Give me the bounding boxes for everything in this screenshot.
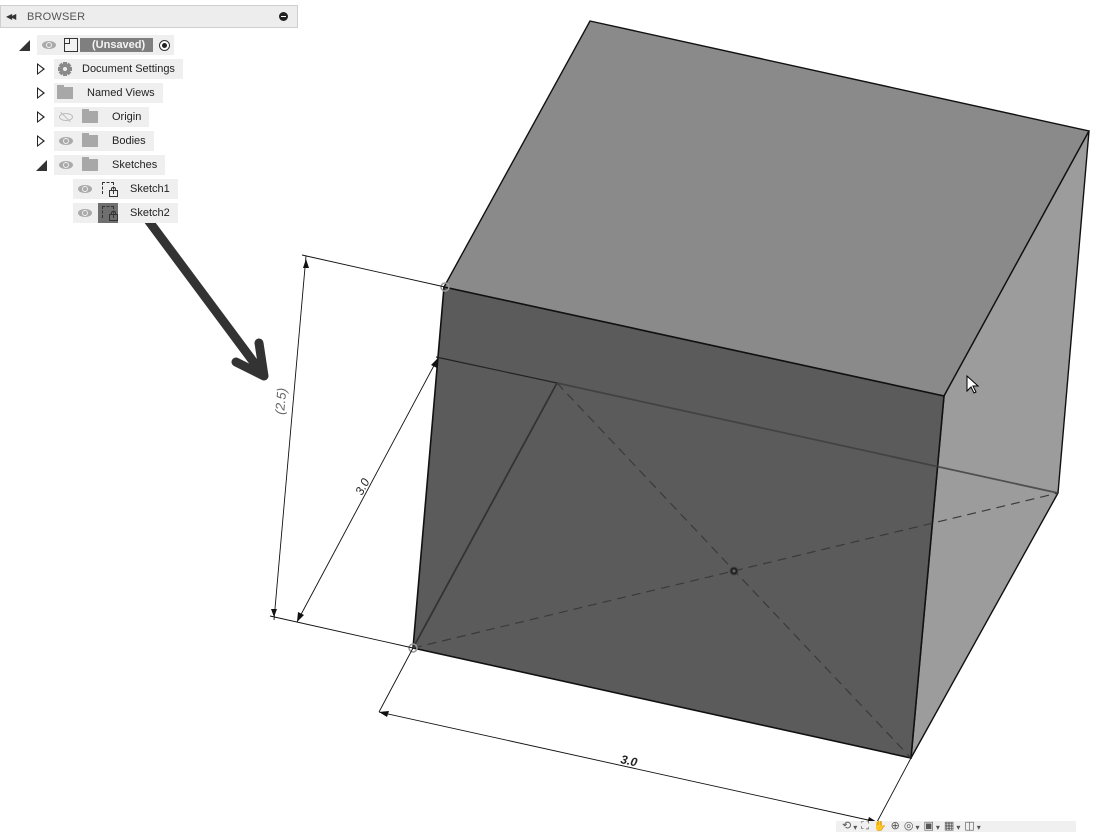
expand-toggle[interactable]	[34, 62, 48, 76]
tree-item-document-settings[interactable]: Document Settings	[34, 59, 183, 79]
chevron-right-icon	[37, 87, 45, 99]
dropdown-caret-icon[interactable]: ▾	[956, 823, 961, 832]
fit-button[interactable]: ◎▾	[904, 821, 920, 832]
expand-toggle[interactable]	[34, 134, 48, 148]
expand-toggle[interactable]	[34, 158, 48, 172]
sketch-icon	[98, 203, 118, 223]
component-icon	[64, 38, 78, 52]
viewports-icon: ◫	[964, 821, 975, 832]
folder-icon	[82, 109, 98, 123]
activate-radio-icon[interactable]	[159, 39, 171, 51]
tree-item-label: Named Views	[87, 87, 155, 99]
dropdown-caret-icon[interactable]: ▾	[853, 823, 858, 832]
eye-icon[interactable]	[78, 185, 92, 193]
chevron-right-icon	[37, 135, 45, 147]
dimension-height-label: (2.5)	[272, 387, 289, 415]
dropdown-caret-icon[interactable]: ▾	[915, 823, 920, 832]
zoom-icon: ⊕	[890, 821, 900, 832]
zoom-button[interactable]: ⊕	[891, 821, 900, 832]
tree-item-named-views[interactable]: Named Views	[34, 83, 163, 103]
eye-icon[interactable]	[78, 209, 92, 217]
viewports-button[interactable]: ◫▾	[964, 821, 980, 832]
expand-toggle[interactable]	[17, 38, 31, 52]
display-settings-button[interactable]: ▣▾	[923, 821, 939, 832]
tree-item-label: Origin	[112, 111, 142, 123]
browser-title: BROWSER	[27, 10, 86, 23]
root-component[interactable]: (Unsaved)	[37, 35, 175, 55]
chevron-down-icon	[18, 39, 30, 51]
expand-toggle[interactable]	[34, 86, 48, 100]
look-at-icon: ⛶	[861, 821, 869, 832]
orbit-icon: ⟲	[842, 821, 852, 832]
dropdown-caret-icon[interactable]: ▾	[935, 823, 940, 832]
browser-panel-header: ◀◀ BROWSER	[0, 5, 298, 28]
tree-item-sketch1[interactable]: Sketch1	[73, 179, 178, 199]
folder-icon	[57, 85, 73, 99]
tree-item-bodies[interactable]: Bodies	[34, 131, 154, 151]
expand-toggle[interactable]	[34, 110, 48, 124]
mouse-cursor-icon	[966, 374, 980, 394]
tree-item-label: Sketches	[112, 159, 158, 171]
eye-icon[interactable]	[42, 41, 56, 49]
pan-button[interactable]: ✋	[873, 821, 887, 832]
tree-item-label: Bodies	[112, 135, 146, 147]
tree-item-label: Document Settings	[82, 63, 175, 75]
chevron-down-icon	[35, 159, 47, 171]
tree-item-origin[interactable]: Origin	[34, 107, 150, 127]
minus-circle-icon[interactable]	[279, 12, 288, 21]
collapse-browser-icon[interactable]: ◀◀	[6, 12, 16, 21]
dropdown-caret-icon[interactable]: ▾	[976, 823, 981, 832]
grid-icon: ▦	[943, 821, 955, 832]
root-label: (Unsaved)	[80, 38, 154, 52]
orbit-button[interactable]: ⟲▾	[842, 821, 857, 832]
tree-item-sketches[interactable]: Sketches	[34, 155, 166, 175]
tree-item-label: Sketch1	[130, 183, 170, 195]
annotation-arrow-icon	[143, 215, 269, 381]
eye-hidden-icon[interactable]	[59, 113, 73, 121]
display-settings-icon: ▣	[923, 821, 934, 832]
look-at-button[interactable]: ⛶	[861, 821, 869, 832]
folder-icon	[82, 157, 98, 171]
sketch-icon	[98, 179, 118, 199]
eye-icon[interactable]	[59, 137, 73, 145]
fit-icon: ◎	[903, 821, 914, 832]
folder-icon	[82, 133, 98, 147]
dimension-depth-label: 3.0	[352, 476, 372, 498]
tree-item-label: Sketch2	[130, 207, 170, 219]
pan-icon: ✋	[872, 821, 887, 832]
chevron-right-icon	[37, 63, 45, 75]
gear-icon	[58, 62, 72, 76]
tree-item-sketch2[interactable]: Sketch2	[73, 203, 178, 223]
tree-root-row[interactable]: (Unsaved)	[17, 35, 175, 55]
navigation-toolbar: ⟲▾ ⛶ ✋ ⊕ ◎▾ ▣▾ ▦▾ ◫▾	[836, 821, 1076, 832]
dimension-width-label: 3.0	[619, 752, 639, 769]
eye-icon[interactable]	[59, 161, 73, 169]
chevron-right-icon	[37, 111, 45, 123]
grid-button[interactable]: ▦▾	[944, 821, 960, 832]
